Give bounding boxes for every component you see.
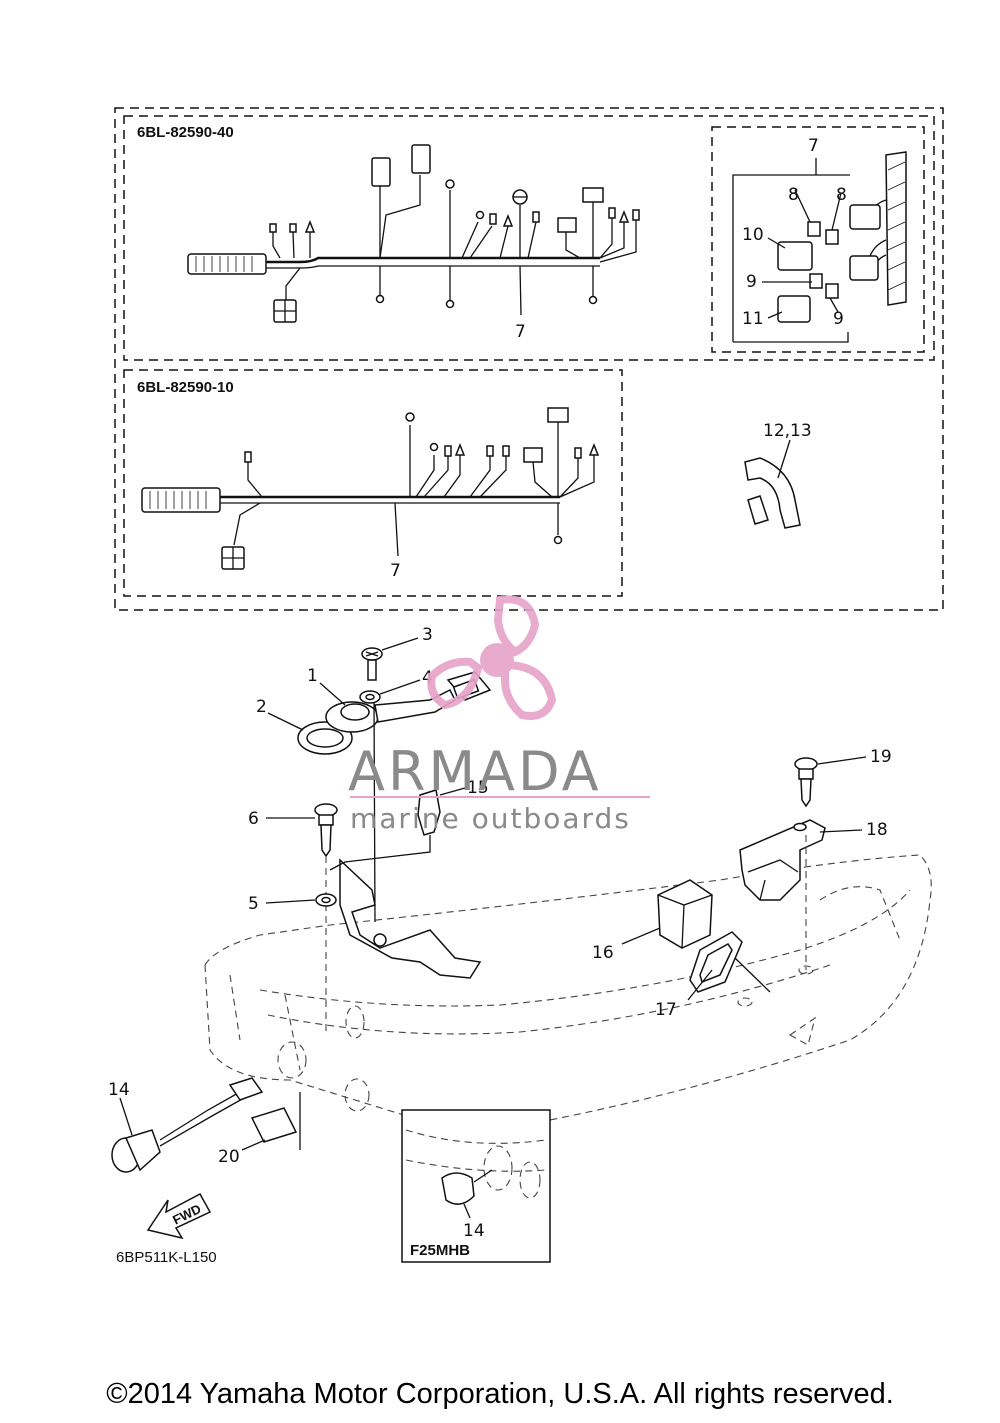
part-6-label: 6 xyxy=(248,809,259,829)
screw-3 xyxy=(361,637,419,681)
part-9-label-b: 9 xyxy=(833,309,844,329)
harness-group-frame xyxy=(114,107,944,611)
label-20 xyxy=(241,1092,301,1151)
washer-5 xyxy=(265,893,337,907)
clamp-part xyxy=(744,439,801,529)
screw-19 xyxy=(794,756,867,808)
gasket-17 xyxy=(687,931,771,1001)
mount-bracket xyxy=(329,835,482,979)
watermark-tagline: marine outboards xyxy=(350,802,631,835)
part-7-label-upper: 7 xyxy=(515,322,526,342)
part-4-label: 4 xyxy=(422,668,433,688)
wire-harness-lower xyxy=(141,407,600,570)
copyright-notice: ©2014 Yamaha Motor Corporation, U.S.A. A… xyxy=(106,1378,894,1410)
clip-15 xyxy=(417,787,466,836)
watermark-brand: ARMADA xyxy=(348,740,602,803)
part-7-label-detail: 7 xyxy=(808,136,819,156)
part-14-label-b: 14 xyxy=(463,1221,485,1241)
part-11-label: 11 xyxy=(742,309,764,329)
switch-14 xyxy=(111,1077,264,1173)
connector-detail xyxy=(732,151,907,343)
washer-4 xyxy=(359,679,421,704)
kit-40-code: 6BL-82590-40 xyxy=(137,124,234,141)
part-15-label: 15 xyxy=(467,778,489,798)
part-8-label-b: 8 xyxy=(836,185,847,205)
variant-label: F25MHB xyxy=(410,1242,470,1259)
holder-18 xyxy=(739,819,863,970)
drawing-code: 6BP511K-L150 xyxy=(116,1249,217,1266)
part-10-label: 10 xyxy=(742,225,764,245)
part-12-13-label: 12,13 xyxy=(763,421,812,441)
part-18-label: 18 xyxy=(866,820,888,840)
armada-logo xyxy=(427,595,557,720)
bottom-cowling xyxy=(204,854,932,1124)
block-16 xyxy=(621,879,713,949)
part-16-label: 16 xyxy=(592,943,614,963)
part-8-label-a: 8 xyxy=(788,185,799,205)
part-9-label-a: 9 xyxy=(746,272,757,292)
part-5-label: 5 xyxy=(248,894,259,914)
part-14-label-a: 14 xyxy=(108,1080,130,1100)
part-19-label: 19 xyxy=(870,747,892,767)
part-2-label: 2 xyxy=(256,697,267,717)
forward-arrow: FWD xyxy=(146,1192,212,1240)
part-1-label: 1 xyxy=(307,666,318,686)
part-7-label-lower: 7 xyxy=(390,561,401,581)
kit-10-code: 6BL-82590-10 xyxy=(137,379,234,396)
variant-inset xyxy=(401,1109,551,1263)
part-17-label: 17 xyxy=(655,1000,677,1020)
wire-harness-upper xyxy=(187,144,640,323)
screw-6 xyxy=(266,803,338,1032)
part-20-label: 20 xyxy=(218,1147,240,1167)
part-3-label: 3 xyxy=(422,625,433,645)
